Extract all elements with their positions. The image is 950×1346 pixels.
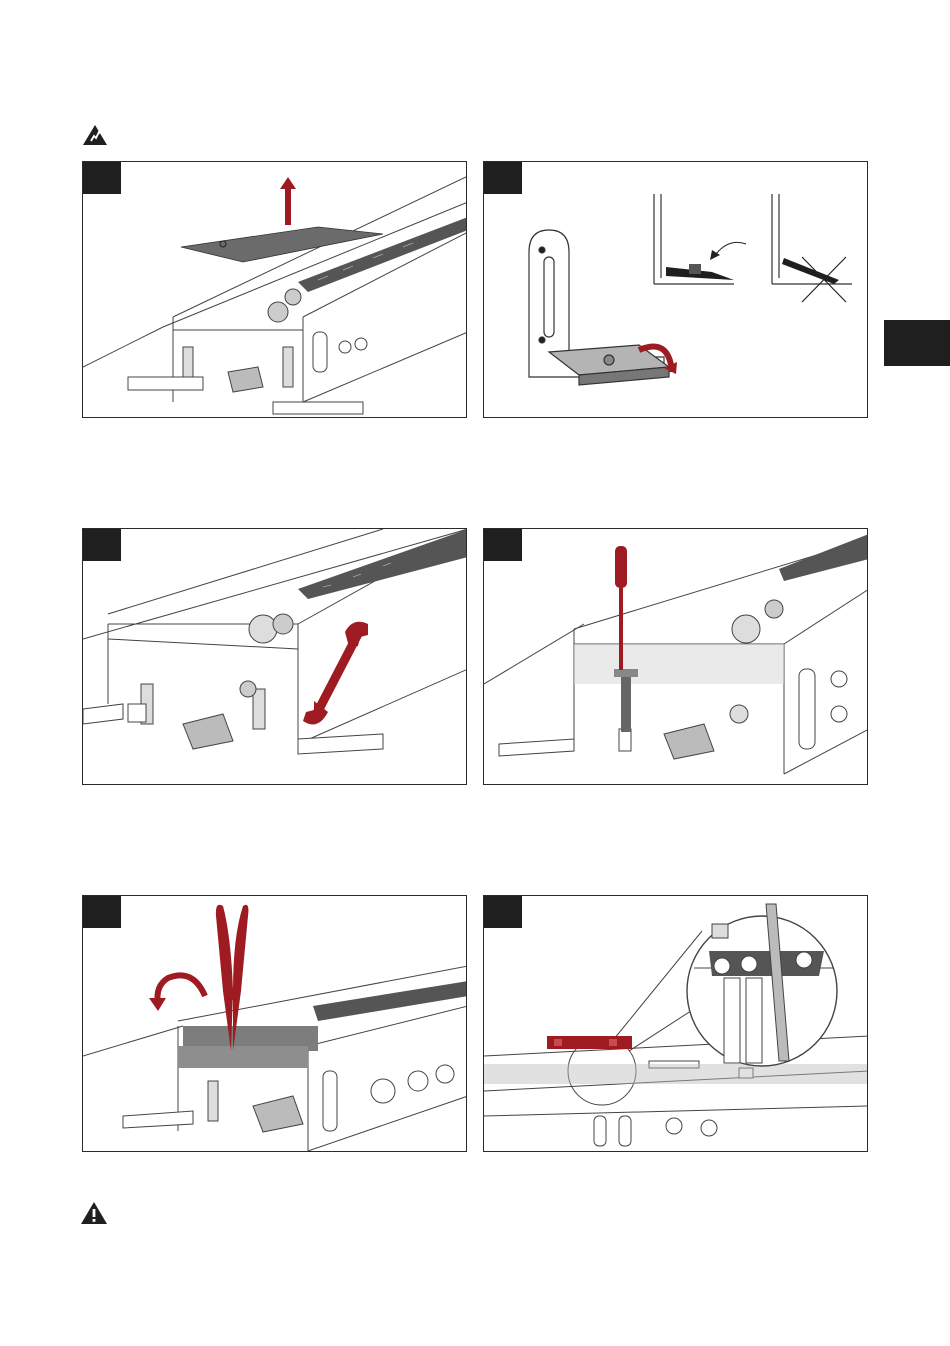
step-6-illustration bbox=[484, 896, 868, 1152]
step-5-pliers bbox=[82, 895, 467, 1152]
step-4-illustration bbox=[484, 529, 868, 785]
spirit-level-icon bbox=[547, 1036, 632, 1049]
magnified-detail bbox=[687, 904, 837, 1066]
rotate-arrow-icon bbox=[149, 975, 205, 1011]
step-4-badge bbox=[484, 529, 522, 561]
step-1-badge bbox=[83, 162, 121, 194]
step-1-remove-cover bbox=[82, 161, 467, 418]
step-6-level bbox=[483, 895, 868, 1152]
step-4-screwdriver bbox=[483, 528, 868, 785]
electrical-hazard-icon bbox=[82, 124, 108, 146]
step-5-badge bbox=[83, 896, 121, 928]
step-3-wrench bbox=[82, 528, 467, 785]
step-6-badge bbox=[484, 896, 522, 928]
step-2-bracket-bend bbox=[483, 161, 868, 418]
step-2-badge bbox=[484, 162, 522, 194]
step-1-illustration bbox=[83, 162, 467, 418]
wrench-icon bbox=[303, 622, 368, 725]
step-2-illustration bbox=[484, 162, 868, 418]
lift-arrow-icon bbox=[280, 177, 296, 225]
section-tab bbox=[884, 320, 950, 366]
step-5-illustration bbox=[83, 896, 467, 1152]
step-3-illustration bbox=[83, 529, 467, 785]
step-3-badge bbox=[83, 529, 121, 561]
warning-icon bbox=[80, 1201, 108, 1225]
